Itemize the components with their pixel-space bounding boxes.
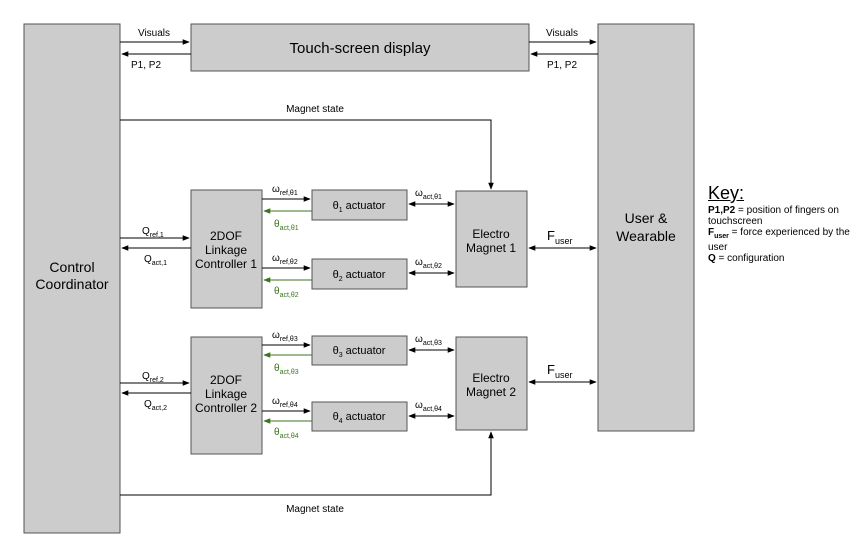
theta2-actuator-block: θ2 actuator [311, 258, 408, 290]
touchscreen-display-label: Touch-screen display [290, 40, 431, 57]
user-wearable-line2: Wearable [616, 228, 676, 244]
user-wearable-block: User & Wearable [597, 23, 695, 432]
electromagnet-1-block: Electro Magnet 1 [455, 190, 528, 288]
electromagnet-2-line1: Electro [472, 371, 510, 385]
omega-act-3-label: ωact,θ3 [415, 334, 442, 347]
controller-2-line1: 2DOF [210, 373, 242, 387]
omega-ref-2-label: ωref,θ2 [272, 253, 298, 266]
q-act-1-label: Qact,1 [144, 254, 167, 267]
visuals-label-left: Visuals [138, 28, 170, 39]
theta3-actuator-label: θ3 actuator [333, 345, 386, 359]
magnet-state-label-top: Magnet state [286, 104, 344, 115]
theta-act-4-label: θact,θ4 [274, 427, 299, 440]
electromagnet-2-line2: Magnet 2 [466, 385, 516, 399]
q-ref-1-label: Qref,1 [142, 226, 164, 239]
controller-2-line2: Linkage [205, 387, 247, 401]
f-user-2-label: Fuser [547, 362, 572, 380]
key-fuser: Fuser = force experienced by the user [708, 227, 850, 253]
controller-1-block: 2DOF Linkage Controller 1 [190, 189, 263, 309]
electromagnet-2-block: Electro Magnet 2 [455, 336, 528, 431]
key-title: Key: [708, 183, 745, 203]
key-legend: Key: P1,P2 = position of fingers on touc… [708, 183, 853, 264]
omega-ref-3-label: ωref,θ3 [272, 330, 298, 343]
controller-1-line2: Linkage [205, 243, 247, 257]
theta-act-1-label: θact,θ1 [274, 219, 299, 232]
omega-act-4-label: ωact,θ4 [415, 400, 442, 413]
magnet-state-arrow-top [120, 119, 494, 190]
omega-act-2-label: ωact,θ2 [415, 257, 442, 270]
theta-act-2-label: θact,θ2 [274, 286, 299, 299]
visuals-label-right: Visuals [546, 28, 578, 39]
touchscreen-display-block: Touch-screen display [190, 23, 530, 72]
controller-2-line3: Controller 2 [195, 401, 257, 415]
controller-1-line1: 2DOF [210, 229, 242, 243]
p1p2-label-left: P1, P2 [131, 60, 161, 71]
key-p1p2: P1,P2 = position of fingers on touchscre… [708, 205, 839, 227]
control-coordinator-line2: Coordinator [35, 276, 108, 292]
theta-act-3-label: θact,θ3 [274, 363, 299, 376]
p1p2-label-right: P1, P2 [547, 60, 577, 71]
omega-ref-4-label: ωref,θ4 [272, 396, 298, 409]
control-coordinator-block: Control Coordinator [23, 23, 121, 534]
magnet-state-label-bottom: Magnet state [286, 504, 344, 515]
q-act-2-label: Qact,2 [144, 399, 167, 412]
theta2-actuator-label: θ2 actuator [333, 269, 386, 283]
theta1-actuator-label: θ1 actuator [333, 200, 386, 214]
electromagnet-1-line1: Electro [472, 227, 510, 241]
control-coordinator-line1: Control [49, 259, 94, 275]
omega-ref-1-label: ωref,θ1 [272, 184, 298, 197]
f-user-1-label: Fuser [547, 228, 572, 246]
theta3-actuator-block: θ3 actuator [311, 335, 408, 366]
controller-1-line3: Controller 1 [195, 257, 257, 271]
magnet-state-arrow-bottom [120, 431, 494, 496]
theta4-actuator-block: θ4 actuator [311, 401, 408, 432]
theta1-actuator-block: θ1 actuator [311, 189, 408, 221]
electromagnet-1-line2: Magnet 1 [466, 241, 516, 255]
q-ref-2-label: Qref,2 [142, 371, 164, 384]
theta4-actuator-label: θ4 actuator [333, 411, 386, 425]
controller-2-block: 2DOF Linkage Controller 2 [190, 336, 263, 455]
key-q: Q = configuration [708, 253, 785, 264]
user-wearable-line1: User & [625, 210, 668, 226]
omega-act-1-label: ωact,θ1 [415, 188, 442, 201]
